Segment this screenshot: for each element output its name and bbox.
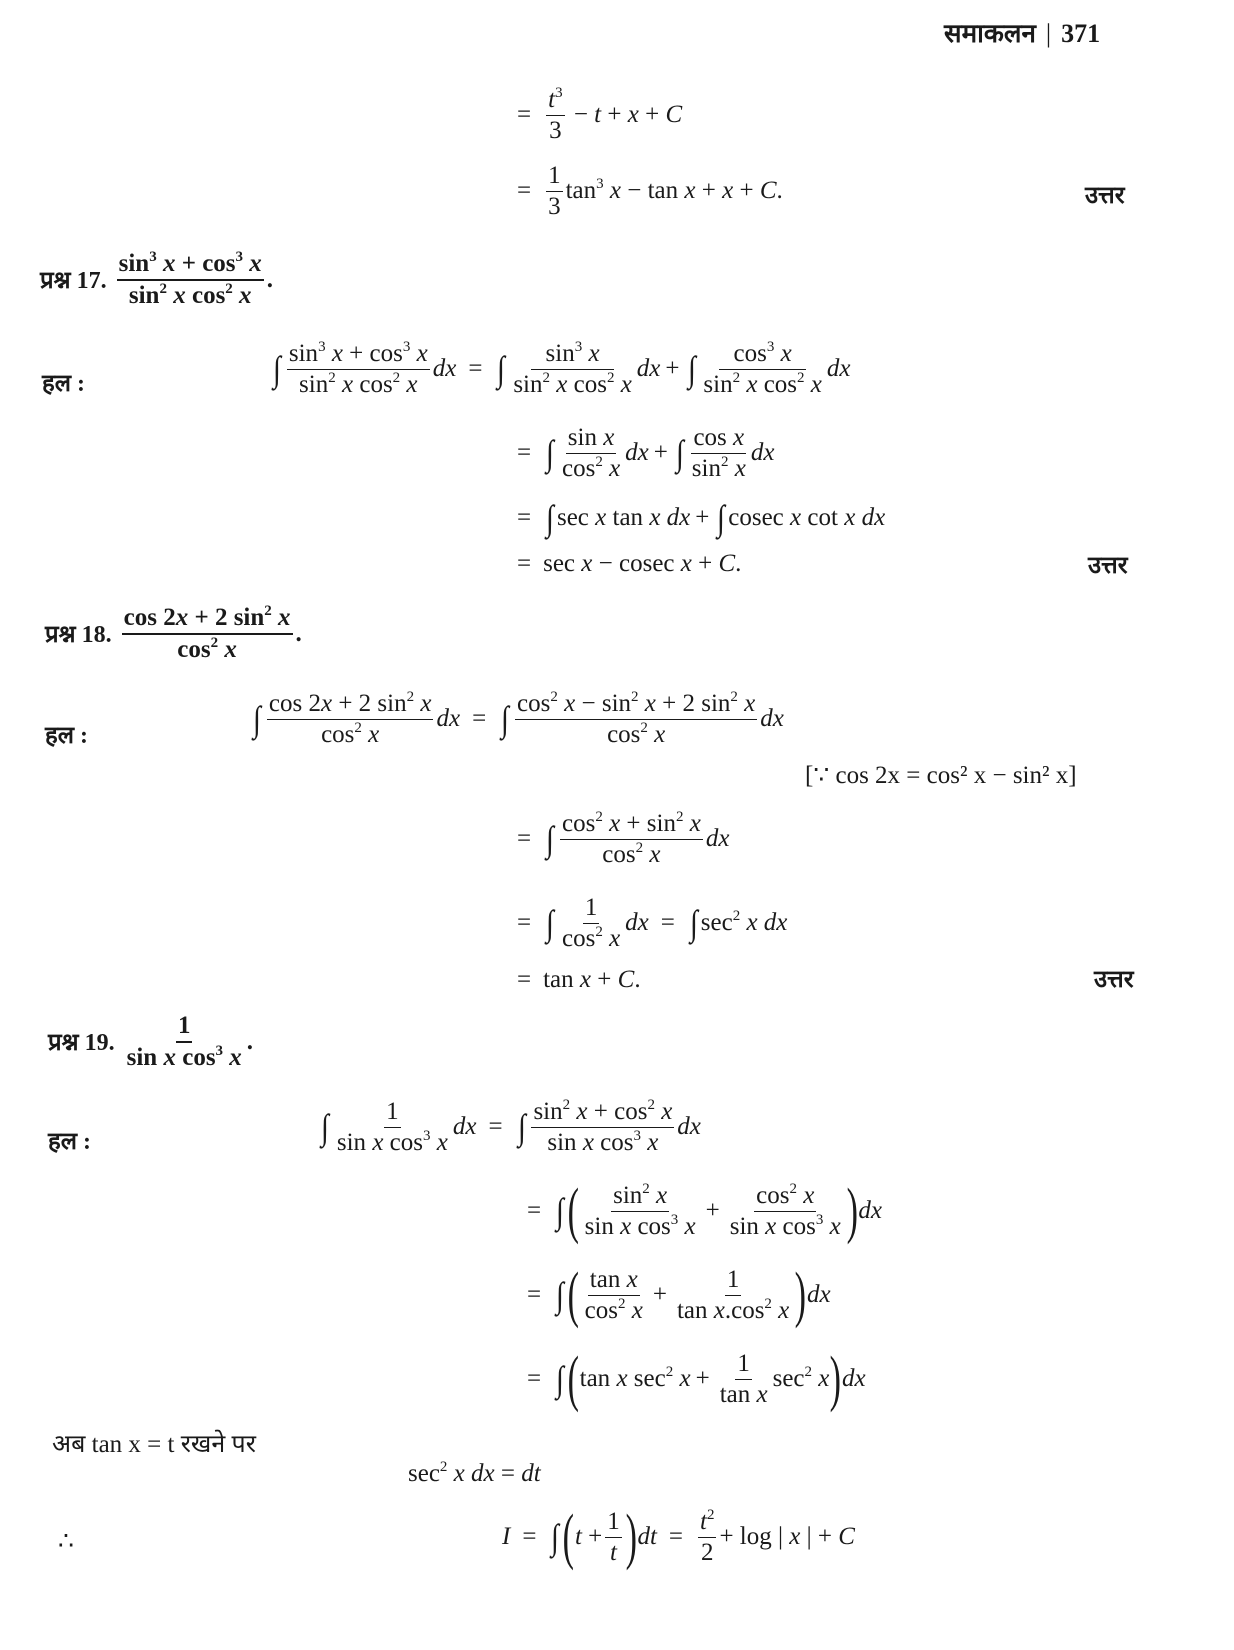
header-separator: | bbox=[1045, 19, 1052, 48]
answer-label: उत्तर bbox=[1094, 967, 1134, 993]
therefore-symbol: ∴ bbox=[58, 1528, 74, 1555]
running-header: समाकलन | 371 bbox=[944, 14, 1100, 50]
q17-result: =sec x − cosec x + C. bbox=[517, 550, 742, 577]
identity-note: [∵ cos 2x = cos² x − sin² x] bbox=[805, 762, 1077, 789]
solution-label: हल : bbox=[45, 723, 89, 749]
q19-differential: sec2 x dx = dt bbox=[408, 1459, 541, 1488]
q18-result: =tan x + C. bbox=[517, 966, 641, 993]
question-label: प्रश्न 19. bbox=[48, 1030, 115, 1056]
chapter-title: समाकलन bbox=[944, 19, 1036, 48]
q17-step-3: =∫sec x tan x dx+∫cosec x cot x dx bbox=[517, 498, 886, 538]
solution-label: हल : bbox=[42, 371, 86, 397]
question-label: प्रश्न 17. bbox=[40, 268, 107, 294]
answer-label: उत्तर bbox=[1088, 553, 1128, 579]
question-label: प्रश्न 18. bbox=[45, 622, 112, 648]
page-number: 371 bbox=[1061, 19, 1101, 48]
integral-icon: ∫ bbox=[272, 349, 281, 389]
answer-label: उत्तर bbox=[1085, 183, 1125, 209]
solution-label: हल : bbox=[48, 1129, 92, 1155]
substitution-text: अब tan x = t रखने पर bbox=[52, 1431, 256, 1458]
